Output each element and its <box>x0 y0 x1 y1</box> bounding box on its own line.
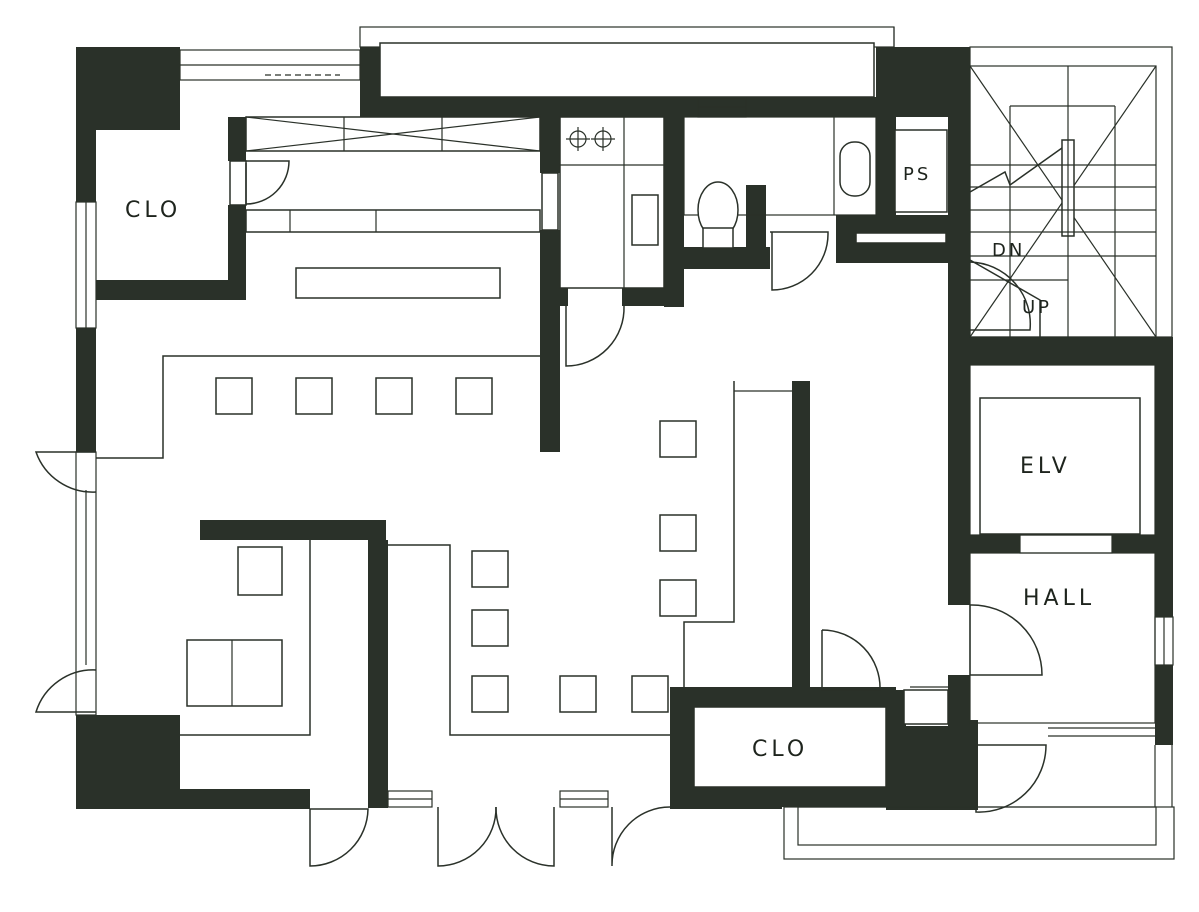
seating <box>186 377 697 713</box>
hall-label: HALL <box>1023 586 1095 611</box>
kitchen <box>229 116 665 299</box>
elevator-shaft <box>969 364 1156 536</box>
windows <box>75 26 1175 860</box>
toilet-icon <box>697 181 739 249</box>
elevator-label: ELV <box>1020 454 1071 479</box>
bathtub-icon <box>839 141 871 197</box>
closet-2-label: CLO <box>752 737 808 762</box>
pipe-space-label: PS <box>903 164 931 185</box>
staircase <box>969 65 1157 338</box>
stair-up-label: UP <box>1022 297 1052 318</box>
interior-lines <box>96 355 949 736</box>
doors <box>34 160 1047 867</box>
hall <box>969 552 1156 724</box>
closet-2 <box>693 706 887 788</box>
closet-1-label: CLO <box>125 198 181 223</box>
stove-icon <box>566 127 615 151</box>
interior-walls <box>96 117 1172 810</box>
wc <box>683 116 948 249</box>
stair-down-label: DN <box>992 240 1025 261</box>
